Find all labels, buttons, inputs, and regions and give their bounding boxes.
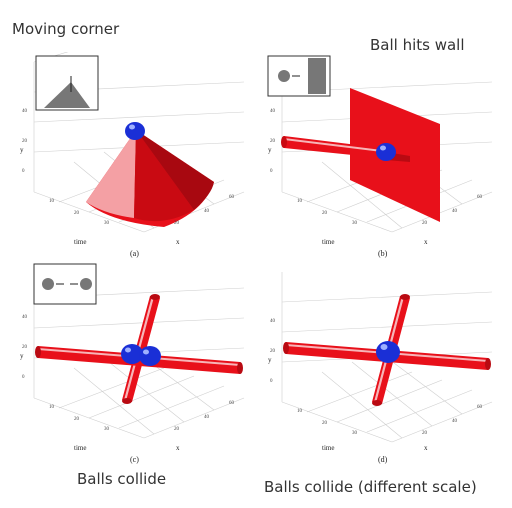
svg-text:0: 0 bbox=[270, 169, 273, 174]
panel-a-ball bbox=[125, 122, 145, 140]
svg-text:30: 30 bbox=[352, 431, 358, 436]
panel-b-xlabel: x bbox=[424, 238, 428, 246]
panel-b-figure: 40 20 0 10 20 30 20 40 60 y time x (b) bbox=[267, 55, 493, 258]
svg-text:20: 20 bbox=[322, 421, 328, 426]
svg-text:40: 40 bbox=[204, 415, 210, 420]
svg-text:40: 40 bbox=[452, 209, 458, 214]
svg-text:40: 40 bbox=[452, 419, 458, 424]
panel-d-ylabel: y bbox=[268, 356, 272, 364]
svg-text:20: 20 bbox=[422, 221, 428, 226]
panel-a-surface bbox=[86, 130, 214, 227]
panel-c-ylabel: y bbox=[20, 352, 24, 360]
panel-b-title: Ball hits wall bbox=[370, 36, 465, 54]
svg-text:0: 0 bbox=[270, 379, 273, 384]
svg-text:40: 40 bbox=[22, 109, 28, 114]
svg-text:20: 20 bbox=[22, 139, 28, 144]
svg-text:30: 30 bbox=[352, 221, 358, 226]
svg-text:20: 20 bbox=[74, 211, 80, 216]
panel-b-ylabel: y bbox=[268, 146, 272, 154]
svg-text:20: 20 bbox=[322, 211, 328, 216]
panel-b-sublabel: (b) bbox=[378, 249, 388, 258]
svg-text:60: 60 bbox=[229, 401, 235, 406]
svg-text:20: 20 bbox=[22, 345, 28, 350]
panel-b-time-label: time bbox=[322, 238, 334, 246]
svg-text:10: 10 bbox=[297, 199, 303, 204]
panel-a-xlabel: x bbox=[176, 238, 180, 246]
svg-text:10: 10 bbox=[49, 199, 55, 204]
svg-text:20: 20 bbox=[174, 427, 180, 432]
svg-text:20: 20 bbox=[422, 431, 428, 436]
svg-text:30: 30 bbox=[104, 221, 110, 226]
svg-text:10: 10 bbox=[49, 405, 55, 410]
panel-a-time-label: time bbox=[74, 238, 86, 246]
panel-d-grid bbox=[281, 272, 493, 443]
panel-a-sublabel: (a) bbox=[130, 249, 139, 258]
panel-c-xlabel: x bbox=[176, 444, 180, 452]
svg-text:60: 60 bbox=[229, 195, 235, 200]
svg-text:20: 20 bbox=[174, 221, 180, 226]
svg-text:40: 40 bbox=[270, 319, 276, 324]
panel-a-title: Moving corner bbox=[12, 20, 120, 38]
svg-text:60: 60 bbox=[477, 405, 483, 410]
panel-c-figure: 40 20 0 10 20 30 20 40 60 y time x (c) bbox=[20, 263, 245, 464]
panel-a-ylabel: y bbox=[20, 146, 24, 154]
svg-text:40: 40 bbox=[204, 209, 210, 214]
panel-d-time-label: time bbox=[322, 444, 334, 452]
panel-d-title: Balls collide (different scale) bbox=[264, 478, 477, 496]
panel-d-figure: 40 20 0 10 20 30 20 40 60 y time x (d) bbox=[268, 272, 493, 464]
panel-c-title: Balls collide bbox=[77, 470, 167, 488]
panel-c-balls bbox=[121, 344, 161, 366]
svg-text:40: 40 bbox=[22, 315, 28, 320]
svg-text:0: 0 bbox=[22, 169, 25, 174]
svg-text:10: 10 bbox=[297, 409, 303, 414]
panel-d-sublabel: (d) bbox=[378, 455, 388, 464]
panel-d-xlabel: x bbox=[424, 444, 428, 452]
panel-d-balls bbox=[376, 341, 400, 363]
svg-text:60: 60 bbox=[477, 195, 483, 200]
svg-text:30: 30 bbox=[104, 427, 110, 432]
panel-c-time-label: time bbox=[74, 444, 86, 452]
svg-text:0: 0 bbox=[22, 375, 25, 380]
panel-a-figure: 40 20 0 10 20 30 20 40 60 y time x (a) bbox=[20, 52, 245, 258]
svg-text:20: 20 bbox=[74, 417, 80, 422]
panel-b-ball bbox=[376, 143, 396, 161]
svg-text:40: 40 bbox=[270, 109, 276, 114]
panel-c-sublabel: (c) bbox=[130, 455, 139, 464]
svg-text:20: 20 bbox=[270, 349, 276, 354]
svg-text:20: 20 bbox=[270, 139, 276, 144]
